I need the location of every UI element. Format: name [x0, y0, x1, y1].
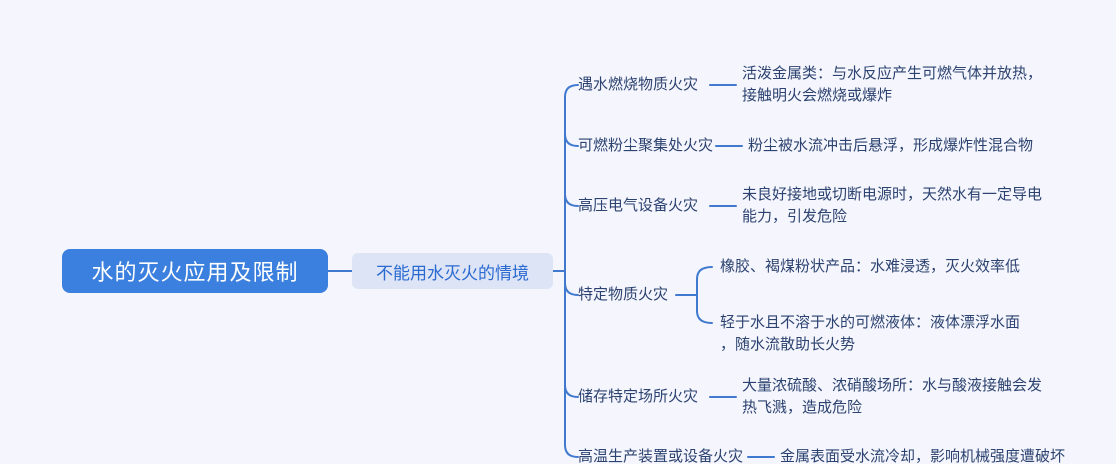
branch-label-combustible-dust[interactable]: 可燃粉尘聚集处火灾 [578, 137, 714, 154]
branch-label-high-voltage[interactable]: 高压电气设备火灾 [578, 197, 699, 214]
branch-description-acid-storage[interactable]: 大量浓硫酸、浓硝酸场所：水与酸液接触会发 热飞溅，造成危险 [742, 377, 1043, 416]
branch-description-water-reactive[interactable]: 活泼金属类：与水反应产生可燃气体并放热， 接触明火会燃烧或爆炸 [742, 65, 1043, 104]
topic-node[interactable]: 不能用水灭火的情境 [352, 253, 553, 289]
branch-child-floating-liquid[interactable]: 轻于水且不溶于水的可燃液体：液体漂浮水面 ，随水流散助长火势 [720, 314, 1021, 353]
branch-description-combustible-dust[interactable]: 粉尘被水流冲击后悬浮，形成爆炸性混合物 [748, 137, 1034, 154]
branch-description-high-voltage[interactable]: 未良好接地或切断电源时，天然水有一定导电 能力，引发危险 [742, 186, 1043, 225]
root-node[interactable]: 水的灭火应用及限制 [62, 249, 328, 293]
branch-label-hot-equipment[interactable]: 高温生产装置或设备火灾 [578, 448, 744, 464]
branch-child-rubber-lignite[interactable]: 橡胶、褐煤粉状产品：水难浸透，灭火效率低 [720, 258, 1021, 275]
branch-description-hot-equipment[interactable]: 金属表面受水流冷却，影响机械强度遭破坏 [780, 448, 1066, 464]
branch-label-acid-storage[interactable]: 储存特定场所火灾 [578, 388, 699, 405]
branch-label-water-reactive[interactable]: 遇水燃烧物质火灾 [578, 76, 699, 93]
branch-label-specific-substance[interactable]: 特定物质火灾 [578, 286, 669, 303]
